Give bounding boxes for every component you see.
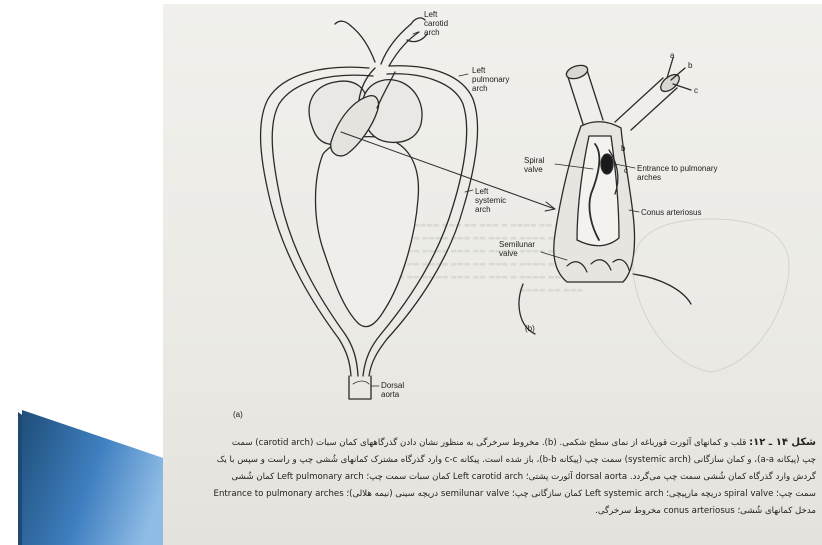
ventricle [316, 137, 419, 327]
label-entrance-pulmonary-arches: Entrance to pulmonary arches [637, 164, 718, 182]
label-conus-arteriosus: Conus arteriosus [641, 208, 701, 217]
label-probe-b: b [688, 61, 692, 70]
label-left-pulmonary-arch: Left pulmonary arch [472, 66, 509, 93]
label-inner-c: c [624, 166, 628, 175]
label-probe-c: c [694, 86, 698, 95]
caption-line-2: چپ (پیکانه a-a)، و کمان سازگانی (systemi… [173, 452, 816, 469]
label-semilunar-valve: Semilunar valve [499, 240, 535, 258]
label-inner-b: b [621, 144, 625, 153]
trunk-right-opening [658, 71, 683, 94]
ghost-next-page-heart [633, 219, 789, 372]
figure-caption: شکل ۱۴ ـ ۱۲: قلب و کمانهای آئورت قورباغه… [173, 434, 816, 520]
caption-line-4: سمت چپ؛ spiral valve دریچه مارپیچی؛ Left… [173, 486, 816, 503]
accent-wedge-main [22, 410, 175, 545]
dorsal-aorta [349, 376, 371, 399]
textbook-page-photo: ▬ ▬▬▬ ▬▬ ▬▬▬▬ ▬ ▬▬▬ ▬▬ ▬▬▬ ▬▬▬▬ ▬▬ ▬ ▬▬▬… [163, 4, 822, 545]
caption-line-1: شکل ۱۴ ـ ۱۲: قلب و کمانهای آئورت قورباغه… [173, 434, 816, 452]
label-left-carotid-arch: Left carotid arch [424, 10, 448, 37]
panel-a-heart [261, 18, 555, 399]
label-probe-a: a [670, 51, 674, 60]
carotid-arch-left [351, 24, 419, 66]
panel-b-label: (b) [525, 324, 535, 333]
label-left-systemic-arch: Left systemic arch [475, 187, 506, 214]
leader-pulmonary [459, 74, 468, 76]
caption-line-3: گردش وارد گذرگاه کمان شُشی سمت چپ می‌گرد… [173, 469, 816, 486]
caption-line-5: مدخل کمانهای شُشی؛ conus arteriosus مخرو… [173, 503, 816, 520]
label-spiral-valve: Spiral valve [524, 156, 544, 174]
carotid-branch [335, 18, 427, 42]
panel-a-label: (a) [233, 410, 243, 419]
pulmonary-entrance [601, 154, 613, 174]
label-dorsal-aorta: Dorsal aorta [381, 381, 404, 399]
panel-b-conus-detail [519, 58, 691, 334]
caption-figure-number: شکل ۱۴ ـ ۱۲: [749, 437, 816, 448]
leader-systemic [465, 190, 473, 192]
ventricle-outline [519, 274, 691, 334]
